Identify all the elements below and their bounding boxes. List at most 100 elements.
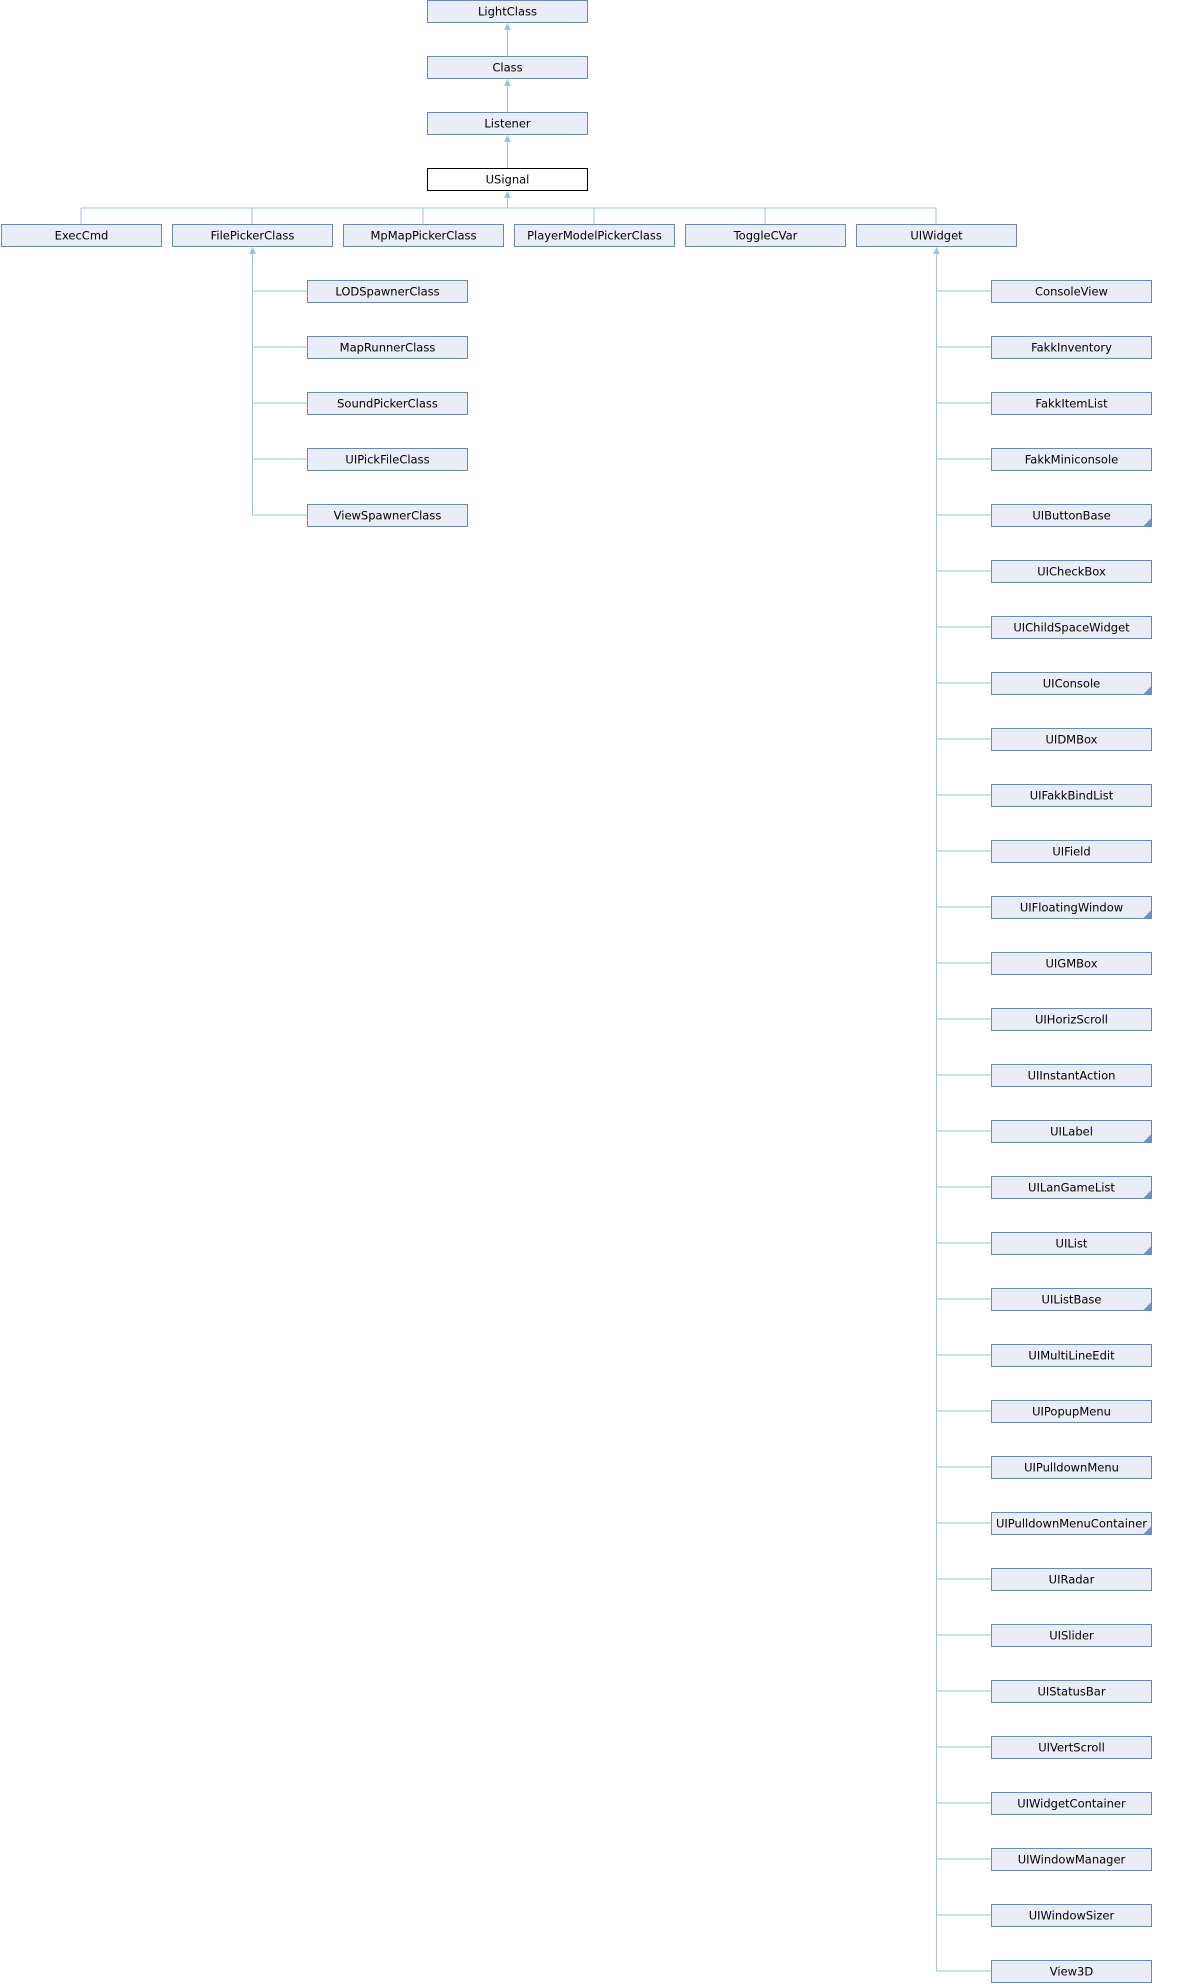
class-node-fakkinventory[interactable]: FakkInventory	[991, 336, 1152, 359]
class-box[interactable]	[427, 0, 588, 23]
class-box[interactable]	[991, 1064, 1152, 1087]
class-node-listener[interactable]: Listener	[427, 112, 588, 135]
class-node-execcmd[interactable]: ExecCmd	[1, 224, 162, 247]
class-node-class[interactable]: Class	[427, 56, 588, 79]
class-box[interactable]	[856, 224, 1017, 247]
class-box[interactable]	[991, 1960, 1152, 1983]
class-node-uivertscroll[interactable]: UIVertScroll	[991, 1736, 1152, 1759]
inheritance-arrow-icon	[504, 191, 511, 198]
class-box[interactable]	[991, 280, 1152, 303]
class-label: UIMultiLineEdit	[1028, 1349, 1115, 1363]
class-box[interactable]	[307, 392, 468, 415]
class-box[interactable]	[991, 1792, 1152, 1815]
class-box[interactable]	[1, 224, 162, 247]
class-box[interactable]	[991, 1736, 1152, 1759]
class-node-uidmbox[interactable]: UIDMBox	[991, 728, 1152, 751]
class-box[interactable]	[991, 1008, 1152, 1031]
class-box[interactable]	[991, 392, 1152, 415]
class-box[interactable]	[307, 504, 468, 527]
class-box[interactable]	[991, 1344, 1152, 1367]
class-box[interactable]	[427, 168, 588, 191]
class-node-uicheckbox[interactable]: UICheckBox	[991, 560, 1152, 583]
class-node-uipulldownmenu[interactable]: UIPulldownMenu	[991, 1456, 1152, 1479]
class-node-uiwidgetcontainer[interactable]: UIWidgetContainer	[991, 1792, 1152, 1815]
class-node-uichildspacewidget[interactable]: UIChildSpaceWidget	[991, 616, 1152, 639]
class-node-uiwindowsizer[interactable]: UIWindowSizer	[991, 1904, 1152, 1927]
class-label: UICheckBox	[1037, 565, 1106, 579]
class-box[interactable]	[991, 1176, 1152, 1199]
class-node-consoleview[interactable]: ConsoleView	[991, 280, 1152, 303]
class-node-uipulldownmenucontainer[interactable]: UIPulldownMenuContainer	[991, 1512, 1152, 1535]
class-box[interactable]	[991, 840, 1152, 863]
class-node-lodspawnerclass[interactable]: LODSpawnerClass	[307, 280, 468, 303]
class-node-uilist[interactable]: UIList	[991, 1232, 1152, 1255]
class-node-view3d[interactable]: View3D	[991, 1960, 1152, 1983]
class-node-fakkitemlist[interactable]: FakkItemList	[991, 392, 1152, 415]
class-box[interactable]	[685, 224, 846, 247]
class-box[interactable]	[991, 672, 1152, 695]
class-box[interactable]	[991, 1288, 1152, 1311]
class-box[interactable]	[991, 448, 1152, 471]
inheritance-arrow-icon	[504, 135, 511, 142]
class-box[interactable]	[991, 560, 1152, 583]
class-node-viewspawnerclass[interactable]: ViewSpawnerClass	[307, 504, 468, 527]
class-node-filepickerclass[interactable]: FilePickerClass	[172, 224, 333, 247]
class-box[interactable]	[343, 224, 504, 247]
class-box[interactable]	[991, 728, 1152, 751]
class-label: SoundPickerClass	[337, 397, 438, 411]
class-node-uislider[interactable]: UISlider	[991, 1624, 1152, 1647]
class-box[interactable]	[991, 1568, 1152, 1591]
class-node-uipopupmenu[interactable]: UIPopupMenu	[991, 1400, 1152, 1423]
class-box[interactable]	[991, 1512, 1152, 1535]
class-box[interactable]	[307, 280, 468, 303]
class-node-lightclass[interactable]: LightClass	[427, 0, 588, 23]
class-node-uiinstantaction[interactable]: UIInstantAction	[991, 1064, 1152, 1087]
class-node-uigmbox[interactable]: UIGMBox	[991, 952, 1152, 975]
class-box[interactable]	[991, 1848, 1152, 1871]
class-label: UIWindowManager	[1018, 1853, 1126, 1867]
class-box[interactable]	[991, 1680, 1152, 1703]
class-box[interactable]	[991, 336, 1152, 359]
class-node-uibuttonbase[interactable]: UIButtonBase	[991, 504, 1152, 527]
class-node-togglecvar[interactable]: ToggleCVar	[685, 224, 846, 247]
class-node-maprunnerclass[interactable]: MapRunnerClass	[307, 336, 468, 359]
class-node-usignal[interactable]: USignal	[427, 168, 588, 191]
class-box[interactable]	[991, 952, 1152, 975]
class-box[interactable]	[991, 1120, 1152, 1143]
class-node-uipickfileclass[interactable]: UIPickFileClass	[307, 448, 468, 471]
class-node-playermodelpickerclass[interactable]: PlayerModelPickerClass	[514, 224, 675, 247]
class-box[interactable]	[991, 616, 1152, 639]
class-box[interactable]	[172, 224, 333, 247]
class-node-uifloatingwindow[interactable]: UIFloatingWindow	[991, 896, 1152, 919]
class-node-fakkminiconsole[interactable]: FakkMiniconsole	[991, 448, 1152, 471]
class-node-uiconsole[interactable]: UIConsole	[991, 672, 1152, 695]
class-label: UIList	[1056, 1237, 1088, 1251]
class-box[interactable]	[427, 56, 588, 79]
class-node-uiwidget[interactable]: UIWidget	[856, 224, 1017, 247]
class-box[interactable]	[991, 1456, 1152, 1479]
class-node-uiradar[interactable]: UIRadar	[991, 1568, 1152, 1591]
class-box[interactable]	[307, 336, 468, 359]
class-node-uihorizscroll[interactable]: UIHorizScroll	[991, 1008, 1152, 1031]
class-box[interactable]	[991, 1400, 1152, 1423]
class-box[interactable]	[991, 504, 1152, 527]
class-node-mpmappickerclass[interactable]: MpMapPickerClass	[343, 224, 504, 247]
class-node-uilistbase[interactable]: UIListBase	[991, 1288, 1152, 1311]
class-node-uiwindowmanager[interactable]: UIWindowManager	[991, 1848, 1152, 1871]
class-node-uilabel[interactable]: UILabel	[991, 1120, 1152, 1143]
class-node-soundpickerclass[interactable]: SoundPickerClass	[307, 392, 468, 415]
class-box[interactable]	[427, 112, 588, 135]
class-box[interactable]	[514, 224, 675, 247]
class-box[interactable]	[991, 1624, 1152, 1647]
class-box[interactable]	[307, 448, 468, 471]
class-node-uilangamelist[interactable]: UILanGameList	[991, 1176, 1152, 1199]
class-node-uimultilineedit[interactable]: UIMultiLineEdit	[991, 1344, 1152, 1367]
class-box[interactable]	[991, 1232, 1152, 1255]
class-label: UIPickFileClass	[345, 453, 429, 467]
class-box[interactable]	[991, 896, 1152, 919]
class-box[interactable]	[991, 1904, 1152, 1927]
class-box[interactable]	[991, 784, 1152, 807]
class-node-uifakkbindlist[interactable]: UIFakkBindList	[991, 784, 1152, 807]
class-node-uistatusbar[interactable]: UIStatusBar	[991, 1680, 1152, 1703]
class-node-uifield[interactable]: UIField	[991, 840, 1152, 863]
